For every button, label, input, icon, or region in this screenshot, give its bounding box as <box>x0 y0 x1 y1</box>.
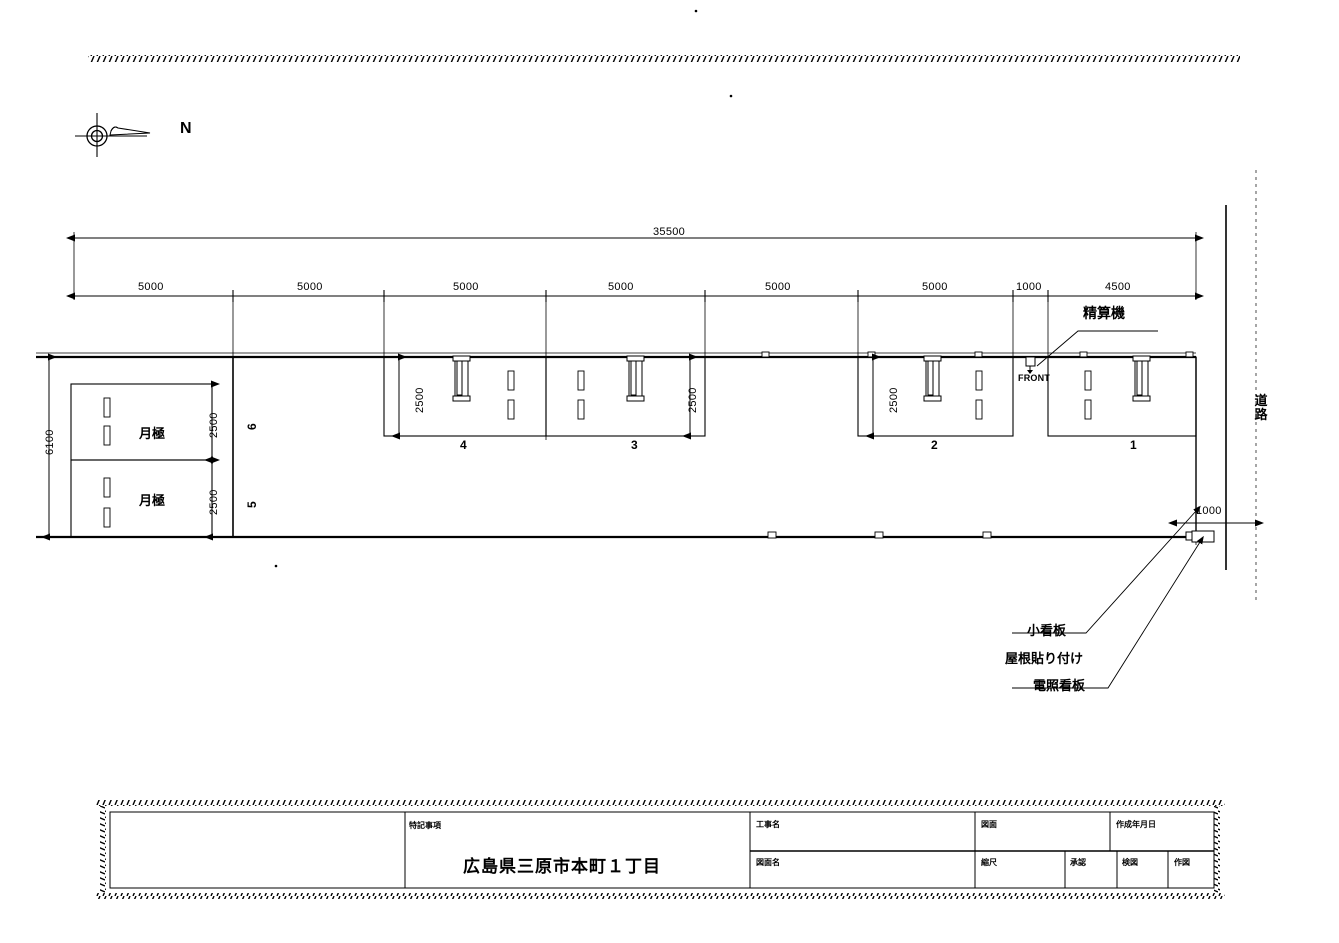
flap-lock-device <box>1132 355 1151 402</box>
stall-depth-dimension-3: 2500 <box>687 387 699 413</box>
bay-dimension-label-1: 5000 <box>138 281 164 293</box>
bay-dimension-label-6: 5000 <box>922 281 948 293</box>
bay-dimension-label-4: 5000 <box>608 281 634 293</box>
stall-number-5: 5 <box>245 501 259 508</box>
wheel-stop-marks <box>507 370 585 420</box>
wheel-stop-marks <box>975 370 983 420</box>
flap-lock-device <box>626 355 645 402</box>
site-address: 広島県三原市本町１丁目 <box>463 857 661 877</box>
field-label-sakusei-nengappi: 作成年月日 <box>1116 820 1156 829</box>
front-label: FRONT <box>1018 373 1050 383</box>
bay-dimension-label-5: 5000 <box>765 281 791 293</box>
monthly-parking-label-5: 月極 <box>139 494 166 509</box>
field-label-zumen: 図面 <box>981 820 997 829</box>
stall-number-6: 6 <box>245 423 259 430</box>
road-boundary-line <box>1225 170 1257 600</box>
overall-width-dimension-label: 35500 <box>653 226 686 238</box>
annotation-small-sign: 小看板 <box>1027 624 1067 639</box>
north-label: N <box>180 120 192 137</box>
stall-depth-dimension-4: 2500 <box>414 387 426 413</box>
title-block-cells <box>109 811 1215 889</box>
road-label: 道路 <box>1254 394 1268 423</box>
stall-group-4-3 <box>383 356 706 437</box>
bay-dimension-label-8: 4500 <box>1105 281 1131 293</box>
sheet-border <box>88 55 1240 62</box>
notes-header-label: 特記事項 <box>409 821 441 830</box>
stall-4-3-depth-dimensions <box>391 353 698 440</box>
stall-number-4: 4 <box>460 438 467 452</box>
bay-dimension-label-2: 5000 <box>297 281 323 293</box>
overall-height-dimension <box>41 353 71 541</box>
stall-depth-dimension-6: 2500 <box>208 412 220 438</box>
field-label-shakushaku: 縮尺 <box>981 858 997 867</box>
wheel-stop-marks-monthly <box>103 397 111 528</box>
field-label-shounin: 承認 <box>1070 858 1086 867</box>
boundary-post-markers <box>767 531 992 539</box>
payment-machine-leader-line <box>1036 330 1158 367</box>
annotation-roof-attach: 屋根貼り付け <box>1005 652 1084 667</box>
payment-machine-symbol <box>1025 356 1036 374</box>
payment-machine-label: 精算機 <box>1083 306 1125 322</box>
right-offset-dimension-label: 1000 <box>1196 505 1222 517</box>
title-block-frame <box>95 800 1225 899</box>
field-label-sakuzu: 作図 <box>1174 858 1190 867</box>
annotation-illuminated-sign: 電照看板 <box>1033 679 1086 694</box>
stall-depth-dimension-2: 2500 <box>888 387 900 413</box>
stall-depth-dimension-5: 2500 <box>208 489 220 515</box>
overall-height-dimension-label: 6100 <box>44 429 56 455</box>
stall-group-1 <box>1047 356 1197 437</box>
bay-dimension-label-7: 1000 <box>1016 281 1042 293</box>
flap-lock-device <box>923 355 942 402</box>
bay-dimension-label-3: 5000 <box>453 281 479 293</box>
field-label-koujimei: 工事名 <box>756 820 780 829</box>
north-arrow-symbol <box>75 113 151 157</box>
stall-number-2: 2 <box>931 438 938 452</box>
field-label-kenzu: 検図 <box>1122 858 1138 867</box>
stall-number-1: 1 <box>1130 438 1137 452</box>
illuminated-sign-symbol <box>1185 530 1215 543</box>
monthly-parking-label-6: 月極 <box>139 427 166 442</box>
wheel-stop-marks <box>1084 370 1092 420</box>
flap-lock-device <box>452 355 471 402</box>
field-label-zumenmei: 図面名 <box>756 858 780 867</box>
annotation-underlines <box>1012 632 1108 689</box>
stall-number-3: 3 <box>631 438 638 452</box>
overall-width-dimension <box>66 232 1204 300</box>
